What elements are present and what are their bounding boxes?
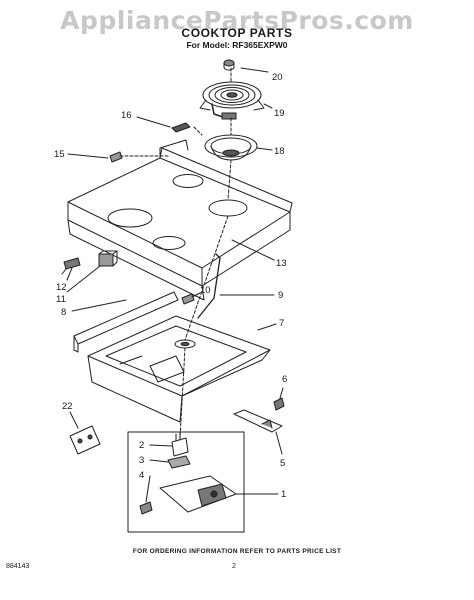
part-3-plate [167,455,191,469]
part-16-clip [171,122,191,133]
callout-16: 16 [121,110,132,121]
callout-2: 2 [139,440,144,451]
callout-8: 8 [61,307,66,318]
part-7-burner-box [87,315,271,423]
callout-7: 7 [279,318,284,329]
footer-note: FOR ORDERING INFORMATION REFER TO PARTS … [132,548,342,555]
part-15-bracket [109,151,123,163]
part-10-clip [181,293,195,305]
part-4-terminal [139,501,153,515]
part-5-bracket [233,409,283,433]
callout-20: 20 [272,72,283,83]
callout-10: 10 [200,285,211,296]
callout-15: 15 [54,149,65,160]
part-13-cooktop [67,139,293,301]
part-6-clip [273,397,285,411]
part-11-block [98,250,118,267]
callout-1: 1 [281,489,286,500]
callout-4: 4 [139,470,144,481]
part-1-infinite-switch [159,475,237,513]
callout-13: 13 [276,258,287,269]
part-12-connector [61,257,81,275]
document-code: 884143 [6,563,30,570]
model-line: For Model: RF365EXPW0 [186,40,288,50]
callout-5: 5 [280,458,285,469]
switch-assembly-box [127,431,245,533]
callout-6: 6 [282,374,287,385]
watermark: AppliancePartsPros.com [60,6,414,35]
part-22-terminal [69,425,101,455]
part-18-drip-bowl [204,134,258,161]
callout-12: 12 [56,282,67,293]
part-9-rod [197,253,221,319]
callout-labels: 20 19 18 16 15 13 12 11 10 9 8 7 6 22 5 … [54,72,287,500]
part-19-surface-element [199,81,265,120]
page-number: 2 [232,563,236,570]
part-8-front-strip [73,291,179,353]
callout-19: 19 [274,108,285,119]
callout-11: 11 [56,294,66,305]
assembly-lines [117,67,232,439]
callout-18: 18 [274,146,285,157]
callout-22: 22 [62,401,73,412]
part-20-knob [223,59,235,71]
leader-lines [66,67,284,503]
callout-3: 3 [139,455,144,466]
callout-9: 9 [278,290,283,301]
page-title: COOKTOP PARTS [181,26,293,40]
